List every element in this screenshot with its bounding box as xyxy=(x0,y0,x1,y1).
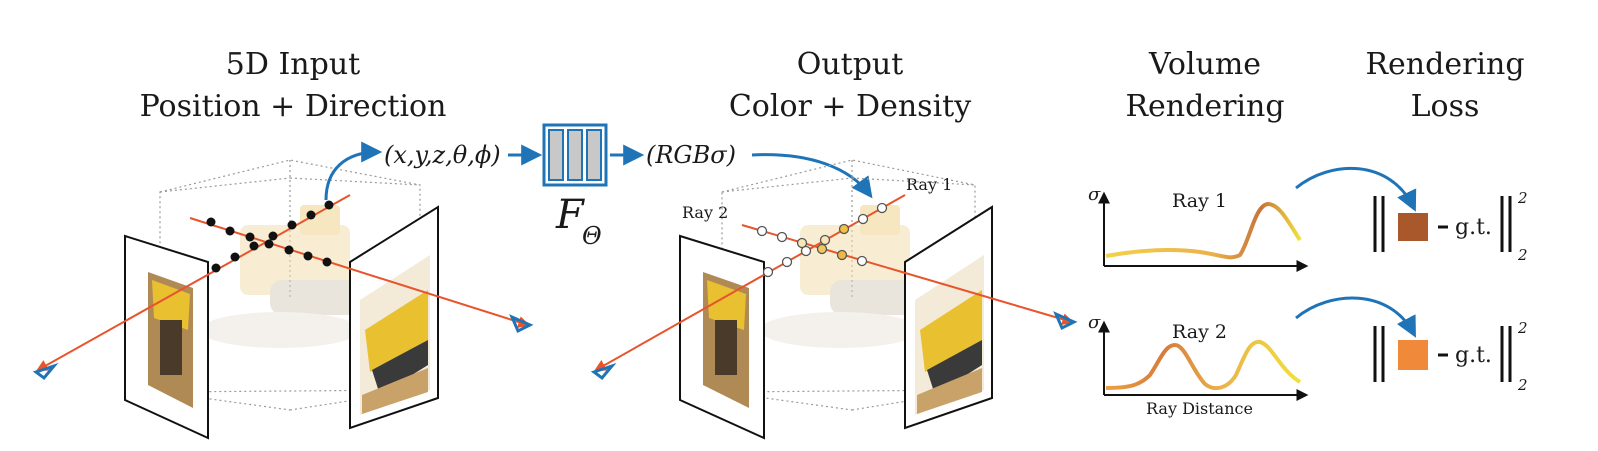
right-image-plane xyxy=(349,205,439,430)
middle-ray-1 xyxy=(741,224,1075,326)
density-plot-ray-1: σ Ray 1 xyxy=(1088,184,1309,272)
plot2-title: Ray 2 xyxy=(1172,321,1227,343)
network-layer-3 xyxy=(586,129,602,181)
network-layer-1 xyxy=(548,129,564,181)
network-function-label: F xyxy=(555,192,585,238)
middle-camera-a-icon xyxy=(590,362,617,381)
left-camera-a-icon xyxy=(32,362,59,381)
middle-left-image-plane xyxy=(679,234,765,440)
left-camera-b-icon xyxy=(509,314,534,334)
plot-x-axis-label: Ray Distance xyxy=(1146,399,1253,418)
loss1-exponent: 2 xyxy=(1517,189,1528,207)
input-heading-line1: 5D Input xyxy=(225,47,361,82)
middle-scene: Ray 1 Ray 2 xyxy=(590,159,1078,440)
loss1-subscript: 2 xyxy=(1517,246,1528,264)
loss-term-ray-1: g.t. 2 2 xyxy=(1295,166,1528,264)
loss2-subscript: 2 xyxy=(1517,376,1528,394)
loss1-curved-arrow xyxy=(1295,166,1417,212)
loss2-curved-arrow xyxy=(1295,296,1416,338)
loss1-predicted-color-swatch xyxy=(1398,213,1428,241)
left-scene xyxy=(32,141,534,440)
loss-heading-line1: Rendering xyxy=(1365,47,1525,82)
loss2-predicted-color-swatch xyxy=(1398,340,1428,370)
output-curved-arrow xyxy=(751,153,873,199)
left-sample-points xyxy=(206,200,334,273)
loss-heading-line2: Loss xyxy=(1410,89,1480,124)
output-heading-line2: Color + Density xyxy=(728,89,972,124)
plot1-title: Ray 1 xyxy=(1172,190,1227,212)
loss-term-ray-2: g.t. 2 2 xyxy=(1295,296,1528,394)
plot1-density-curve xyxy=(1105,201,1302,260)
loss1-gt-label: g.t. xyxy=(1455,215,1492,240)
ray-2-label: Ray 2 xyxy=(682,203,728,222)
output-tuple-label: (RGBσ) xyxy=(646,141,736,169)
middle-right-image-plane xyxy=(904,205,993,430)
input-heading-line2: Position + Direction xyxy=(139,89,447,124)
plot1-y-symbol: σ xyxy=(1088,184,1101,205)
loss2-exponent: 2 xyxy=(1517,319,1528,337)
density-plot-ray-2: σ Ray 2 Ray Distance xyxy=(1088,312,1309,418)
ray-1-label: Ray 1 xyxy=(906,175,952,194)
left-image-plane xyxy=(124,234,209,440)
left-ray-a xyxy=(35,194,351,372)
network-layer-2 xyxy=(567,129,583,181)
middle-camera-b-icon xyxy=(1053,311,1078,331)
input-curved-arrow xyxy=(324,141,383,201)
volume-heading-line2: Rendering xyxy=(1125,89,1285,124)
network-block: (x,y,z,θ,ϕ) F Θ (RGBσ) xyxy=(384,123,873,250)
volume-heading-line1: Volume xyxy=(1148,47,1262,82)
middle-ray-2 xyxy=(593,194,906,372)
plot2-density-curve xyxy=(1105,339,1302,391)
output-heading-line1: Output xyxy=(796,47,904,82)
middle-sample-points xyxy=(756,202,888,278)
input-tuple-label: (x,y,z,θ,ϕ) xyxy=(384,141,501,169)
plot2-y-symbol: σ xyxy=(1088,312,1101,333)
left-bulldozer-ghost xyxy=(200,205,360,348)
network-function-subscript: Θ xyxy=(582,222,602,250)
loss2-gt-label: g.t. xyxy=(1455,343,1492,368)
